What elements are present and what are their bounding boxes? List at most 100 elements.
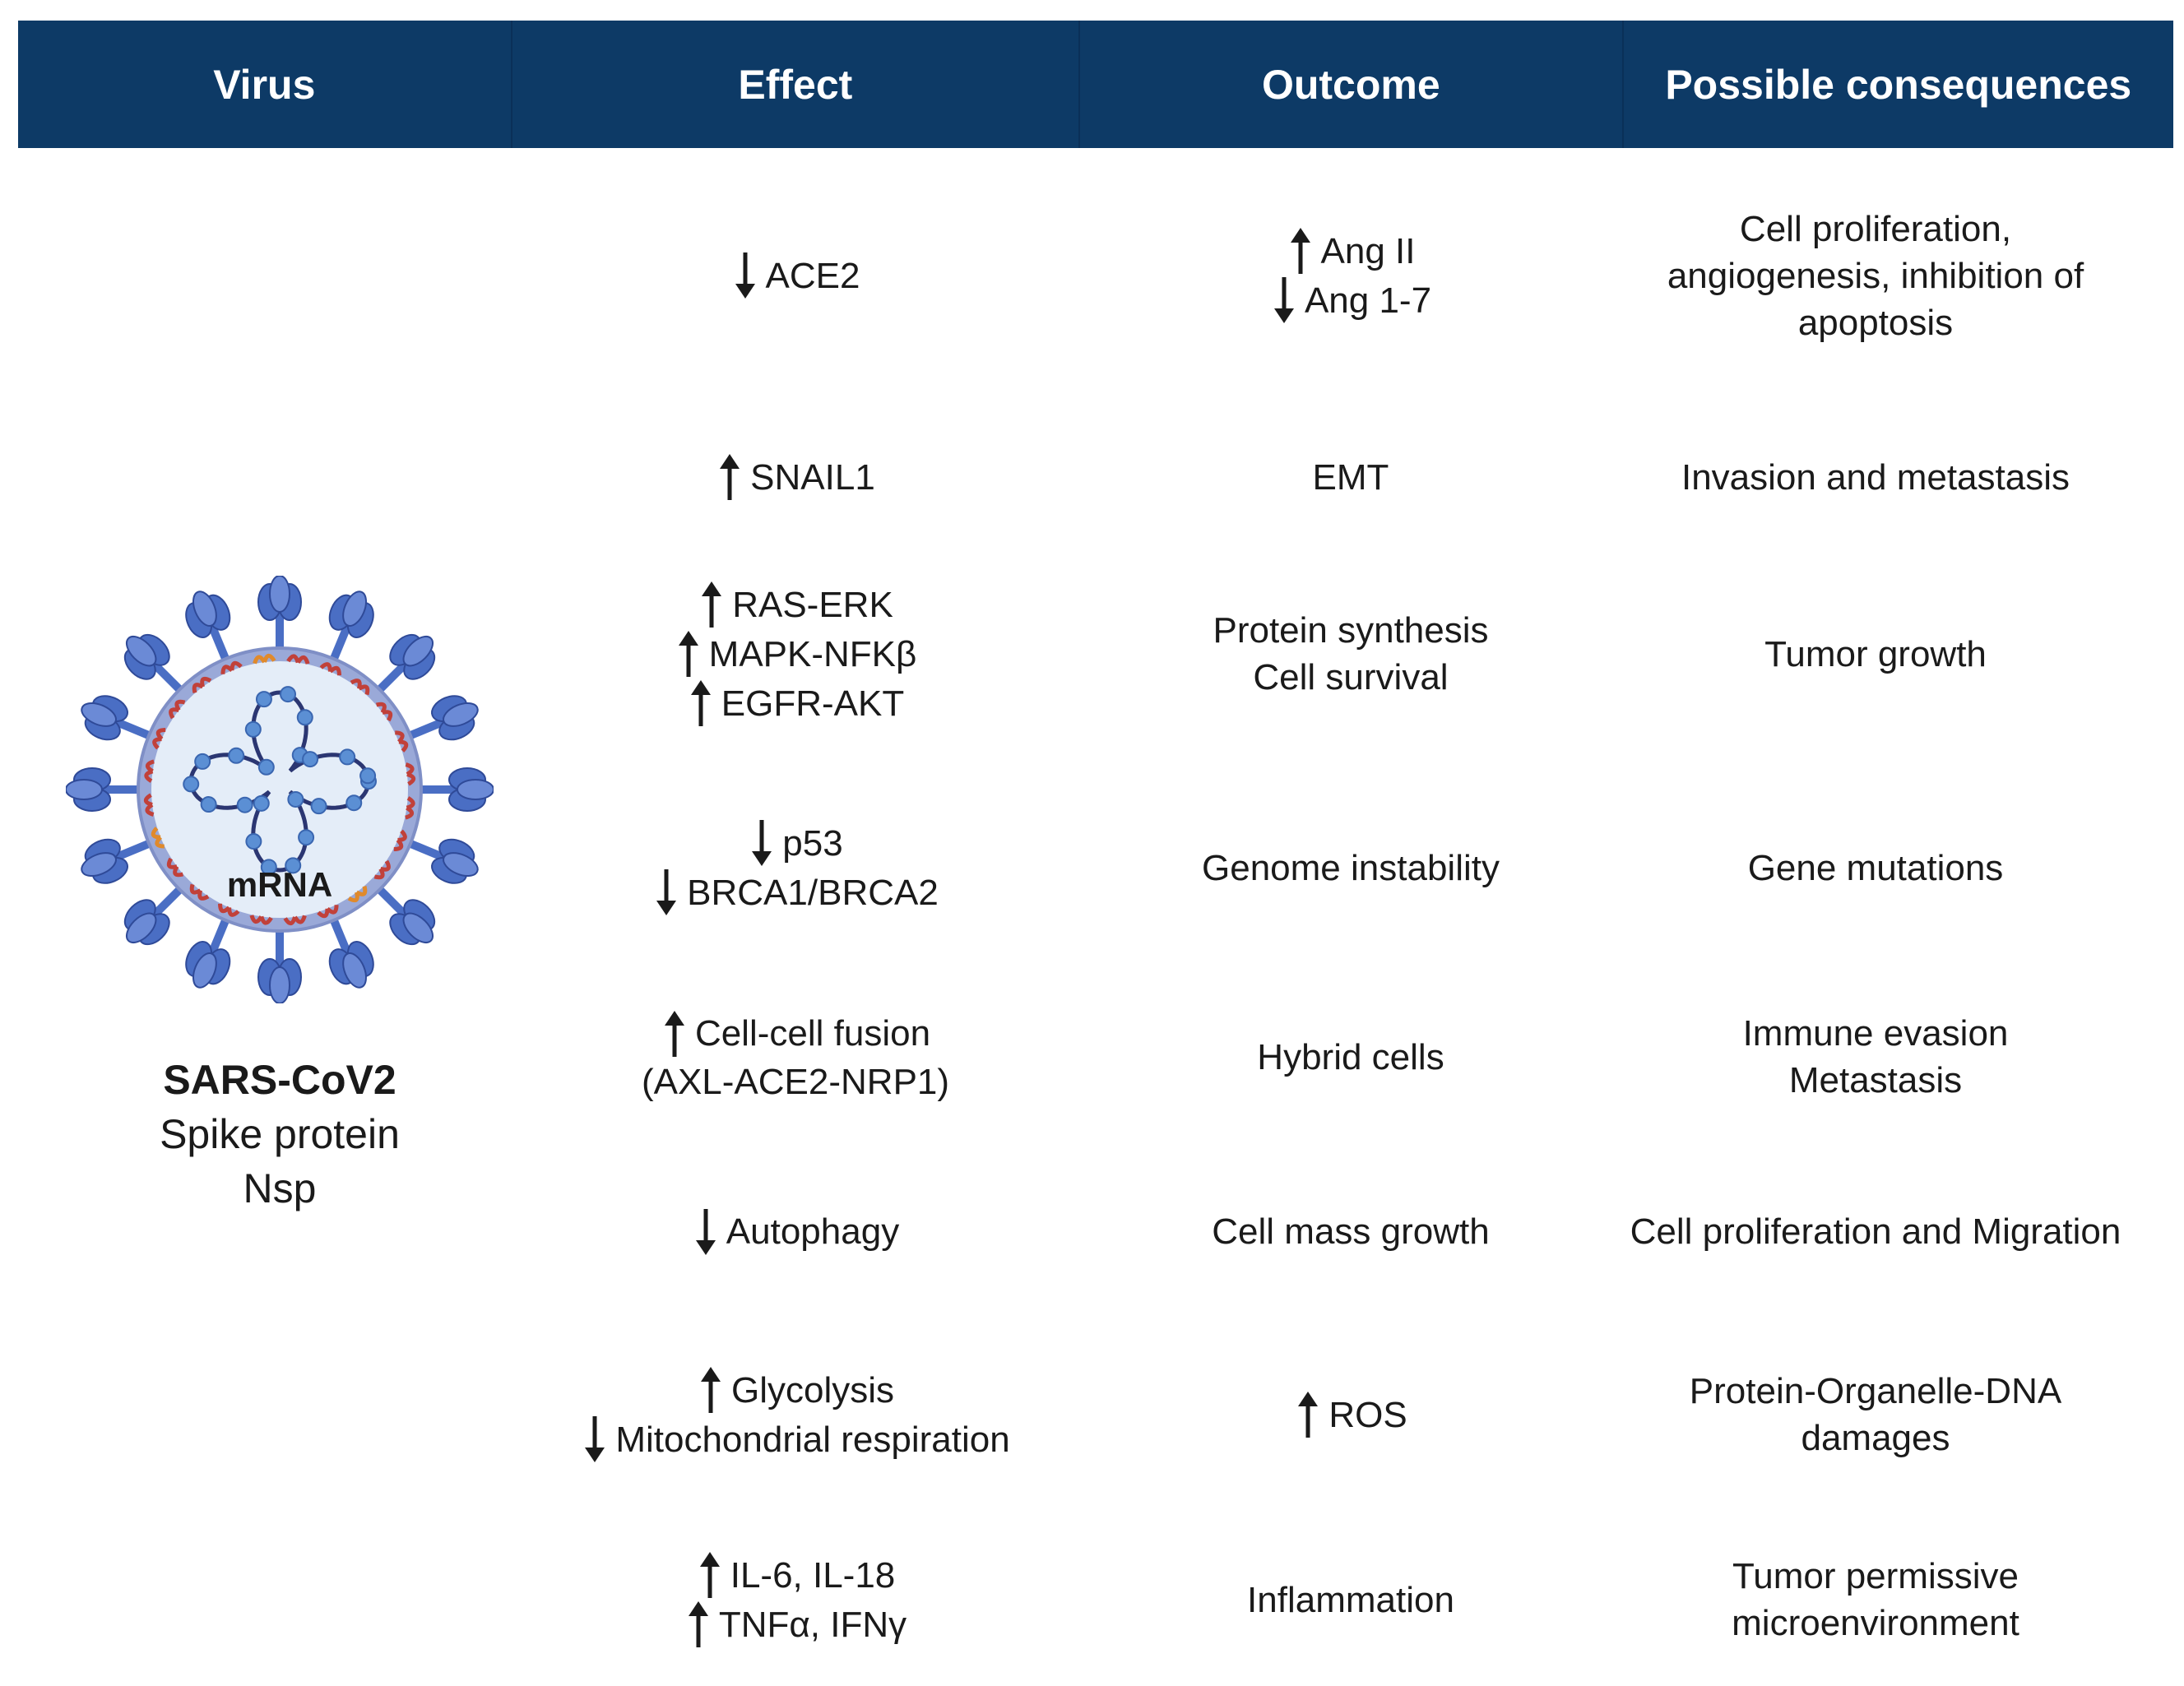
membrane-protein-icon (319, 662, 342, 676)
spike-protein-icon (374, 884, 436, 946)
membrane-protein-icon (152, 727, 166, 750)
outcome-cell: Cell mass growth (1079, 1160, 1622, 1304)
membrane-protein-icon (151, 827, 165, 849)
outcome-item: Hybrid cells (1257, 1034, 1444, 1081)
virus-panel: mRNA SARS-CoV2 Spike protein Nsp (49, 576, 510, 1216)
effect-item: TNFα, IFNγ (684, 1600, 907, 1649)
rna-node (194, 753, 211, 770)
effect-item-text: TNFα, IFNγ (718, 1604, 907, 1645)
membrane-protein-icon (143, 793, 155, 817)
consequence-line: Tumor growth (1764, 633, 1987, 674)
arrow-up-icon (675, 629, 702, 679)
effect-item: Glycolysis (697, 1365, 894, 1415)
spike-protein-icon (66, 767, 141, 812)
effect-item: Cell-cell fusion (661, 1009, 930, 1058)
virus-component-spike: Spike protein (160, 1111, 400, 1157)
consequence-line: damages (1801, 1418, 1950, 1458)
header-outcome: Outcome (1078, 21, 1621, 148)
spike-protein-icon (81, 838, 154, 884)
outcome-cell: Inflammation (1079, 1513, 1622, 1686)
outcome-item: Ang 1-7 (1270, 276, 1431, 325)
rna-node (257, 758, 275, 776)
spike-protein-icon (406, 695, 479, 741)
membrane-protein-icon (220, 660, 243, 674)
rna-node (280, 686, 297, 703)
outcome-item: ROS (1294, 1390, 1407, 1439)
rna-node (287, 790, 304, 808)
membrane-protein-icon (405, 796, 415, 820)
outcome-item-text: Protein synthesis (1213, 610, 1489, 651)
spike-protein-icon (374, 633, 436, 695)
rna-node (302, 751, 319, 768)
arrow-down-icon (581, 1415, 609, 1464)
mrna-label: mRNA (227, 865, 332, 904)
rna-node (255, 691, 272, 708)
spike-protein-icon (185, 591, 231, 664)
effect-item-text: p53 (782, 822, 843, 864)
effect-item-text: Mitochondrial respiration (615, 1419, 1010, 1460)
outcome-item: Ang II (1287, 226, 1415, 276)
spike-protein-icon (418, 767, 494, 812)
membrane-protein-icon (217, 903, 240, 917)
consequence-line: Cell proliferation and Migration (1630, 1211, 2121, 1252)
effect-item: Mitochondrial respiration (581, 1415, 1010, 1464)
outcome-item: Protein synthesis (1213, 607, 1488, 654)
arrow-down-icon (652, 868, 680, 917)
spike-protein-icon (123, 884, 185, 946)
membrane-protein-icon (169, 699, 186, 720)
rna-node (296, 709, 313, 726)
outcome-item-text: ROS (1328, 1394, 1407, 1435)
rna-node (359, 767, 377, 785)
consequence-line: Cell proliferation, (1739, 208, 2012, 249)
effect-item-text: SNAIL1 (750, 456, 875, 498)
effect-item: Autophagy (692, 1207, 899, 1257)
membrane-protein-icon (405, 762, 416, 786)
arrow-down-icon (731, 251, 759, 300)
effect-cell: ACE2 (512, 189, 1079, 362)
effect-item-text: (AXL-ACE2-NRP1) (641, 1061, 950, 1102)
outcome-item: Cell mass growth (1212, 1208, 1489, 1255)
arrow-down-icon (748, 818, 776, 868)
outcome-item-text: Hybrid cells (1257, 1036, 1444, 1077)
consequence-line: Gene mutations (1747, 847, 2004, 888)
consequence-line: apoptosis (1797, 302, 1954, 343)
outcome-item: Cell survival (1253, 654, 1448, 701)
consequences-cell: Gene mutations (1604, 773, 2147, 962)
effect-item: ACE2 (731, 251, 860, 300)
membrane-protein-icon (375, 702, 393, 722)
consequences-cell: Cell proliferation and Migration (1604, 1160, 2147, 1304)
membrane-protein-icon (249, 915, 273, 925)
consequence-line: Invasion and metastasis (1681, 456, 2070, 498)
rna-node (245, 833, 262, 850)
spike-protein-icon (123, 633, 185, 695)
rna-node (183, 776, 200, 793)
effect-item-text: RAS-ERK (732, 584, 893, 625)
header-consequences: Possible consequences (1621, 21, 2173, 148)
membrane-protein-icon (350, 679, 370, 696)
spike-protein-icon (257, 928, 302, 1003)
arrow-up-icon (716, 452, 744, 502)
arrow-down-icon (1270, 276, 1298, 325)
effect-item-text: Cell-cell fusion (694, 1013, 931, 1054)
effect-item: EGFR-AKT (687, 679, 904, 728)
outcome-item-text: Cell survival (1253, 657, 1449, 697)
effect-item: SNAIL1 (716, 452, 875, 502)
arrow-up-icon (687, 679, 715, 728)
membrane-protein-icon (166, 857, 184, 878)
header-virus: Virus (213, 61, 316, 108)
effect-item-text: Glycolysis (730, 1369, 895, 1410)
effect-item-text: IL-6, IL-18 (730, 1554, 896, 1596)
outcome-item: Inflammation (1247, 1577, 1454, 1623)
virus-component-nsp: Nsp (243, 1165, 317, 1211)
outcome-item-text: Cell mass growth (1212, 1211, 1490, 1252)
table-row: Autophagy Cell mass growth Cell proliferat… (0, 1160, 2184, 1304)
